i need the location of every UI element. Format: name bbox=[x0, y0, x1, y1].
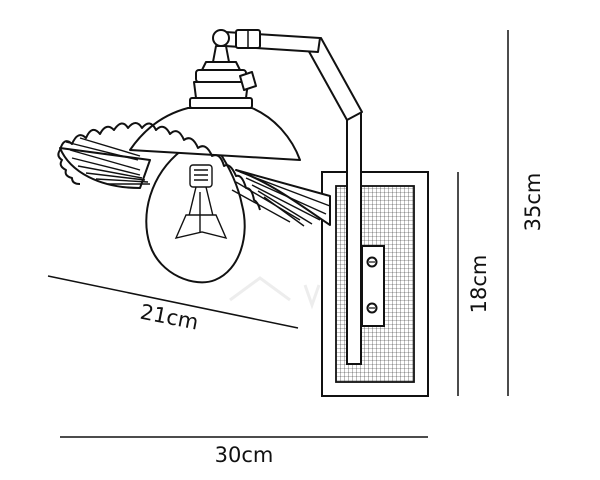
shade-wavy-rim bbox=[59, 122, 261, 211]
label-width-total: 30cm bbox=[215, 443, 274, 467]
label-backplate-height: 18cm bbox=[467, 255, 491, 314]
socket-swivel-knob bbox=[212, 29, 230, 47]
dim-line-shade-diameter bbox=[47, 275, 299, 329]
shade-pleats-left bbox=[65, 137, 150, 185]
fluted-lamp-shade bbox=[57, 107, 331, 227]
label-height-total: 35cm bbox=[521, 173, 545, 232]
shade-dome bbox=[129, 107, 301, 161]
screw-icon bbox=[366, 302, 378, 314]
edison-bulb bbox=[145, 149, 246, 284]
dimension-lines bbox=[47, 30, 509, 438]
screw-icon bbox=[366, 256, 378, 268]
label-shade-diameter: 21cm bbox=[138, 300, 200, 335]
lamp-arm bbox=[224, 29, 363, 121]
lamp-socket bbox=[189, 29, 257, 109]
watermark bbox=[229, 276, 321, 310]
bulb-filament bbox=[174, 164, 228, 240]
arm-vertical-bar bbox=[346, 111, 362, 365]
wall-backplate bbox=[321, 111, 429, 397]
